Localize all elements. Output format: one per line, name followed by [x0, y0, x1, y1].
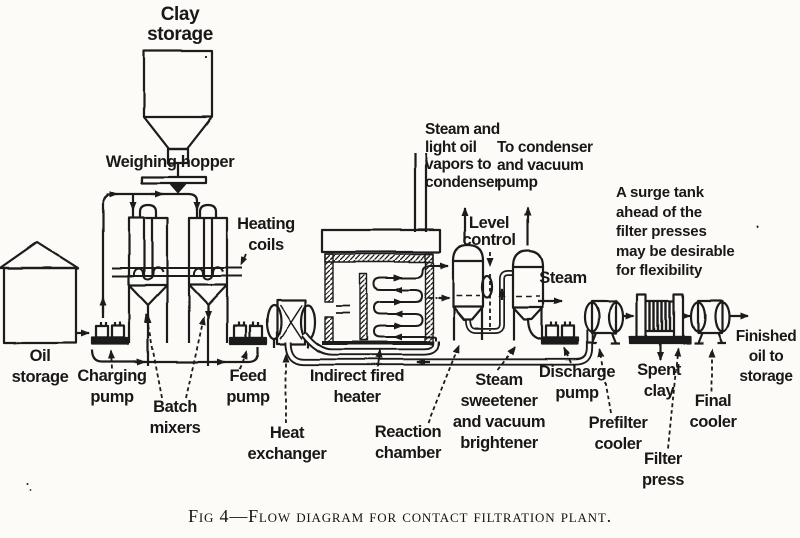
final-cooler-vessel — [689, 299, 749, 345]
batch-mixer-2 — [187, 203, 229, 368]
heating-coil-lines — [112, 267, 242, 277]
steam-sweetener-vessel — [511, 207, 563, 341]
scan-specks — [27, 55, 758, 491]
figure-caption: Fig 4—Flow diagram for contact filtratio… — [188, 506, 612, 526]
charging-pump-symbol — [90, 320, 130, 346]
label-steam-sweetener: Steam sweetener and vacuum brightener — [452, 371, 546, 452]
label-heating-coils: Heating coils — [237, 215, 295, 254]
clay-storage-hopper — [142, 49, 214, 177]
label-final-cooler: Final cooler — [689, 392, 737, 431]
filter-press-unit — [628, 292, 692, 361]
label-heat-exchanger: Heat exchanger — [247, 424, 327, 463]
label-surge-note: A surge tank ahead of the filter presses… — [616, 184, 735, 279]
label-vapors-to-condenser: Steam and light oil vapors to condenser — [425, 121, 500, 191]
weighing-hopper — [140, 175, 208, 194]
label-batch-mixers: Batch mixers — [149, 398, 201, 437]
feed-pump-symbol — [228, 320, 268, 346]
label-reaction-chamber: Reaction chamber — [374, 423, 442, 462]
batch-mixer-1 — [127, 203, 169, 368]
prefilter-cooler-vessel — [583, 299, 635, 345]
label-weighing-hopper: Weighing hopper — [105, 153, 235, 171]
label-charging-pump: Charging pump — [77, 367, 147, 406]
label-feed-pump: Feed pump — [226, 367, 270, 406]
discharge-pump-symbol — [540, 320, 580, 346]
label-discharge-pump: Discharge pump — [538, 363, 616, 402]
oil-storage-tank — [0, 240, 90, 345]
label-spent-clay: Spent clay — [637, 361, 681, 400]
label-clay-storage: Clay storage — [147, 4, 213, 45]
charging-piping — [99, 190, 201, 318]
label-indirect-heater: Indirect fired heater — [309, 367, 405, 406]
label-filter-press: Filter press — [641, 450, 685, 489]
label-to-condenser-vacuum: To condenser and vacuum pump — [497, 139, 593, 191]
main-oil-pipes — [284, 330, 594, 366]
label-steam: Steam — [539, 269, 587, 287]
heat-exchanger — [265, 298, 317, 348]
label-level-control: Level control — [462, 214, 516, 250]
label-finished-oil: Finished oil to storage — [735, 328, 797, 386]
transfer-pipe — [465, 270, 513, 334]
level-control-device — [480, 252, 494, 331]
label-leaders — [107, 253, 716, 450]
label-oil-storage: Oil storage — [11, 347, 69, 386]
label-prefilter-cooler: Prefilter cooler — [588, 414, 648, 453]
